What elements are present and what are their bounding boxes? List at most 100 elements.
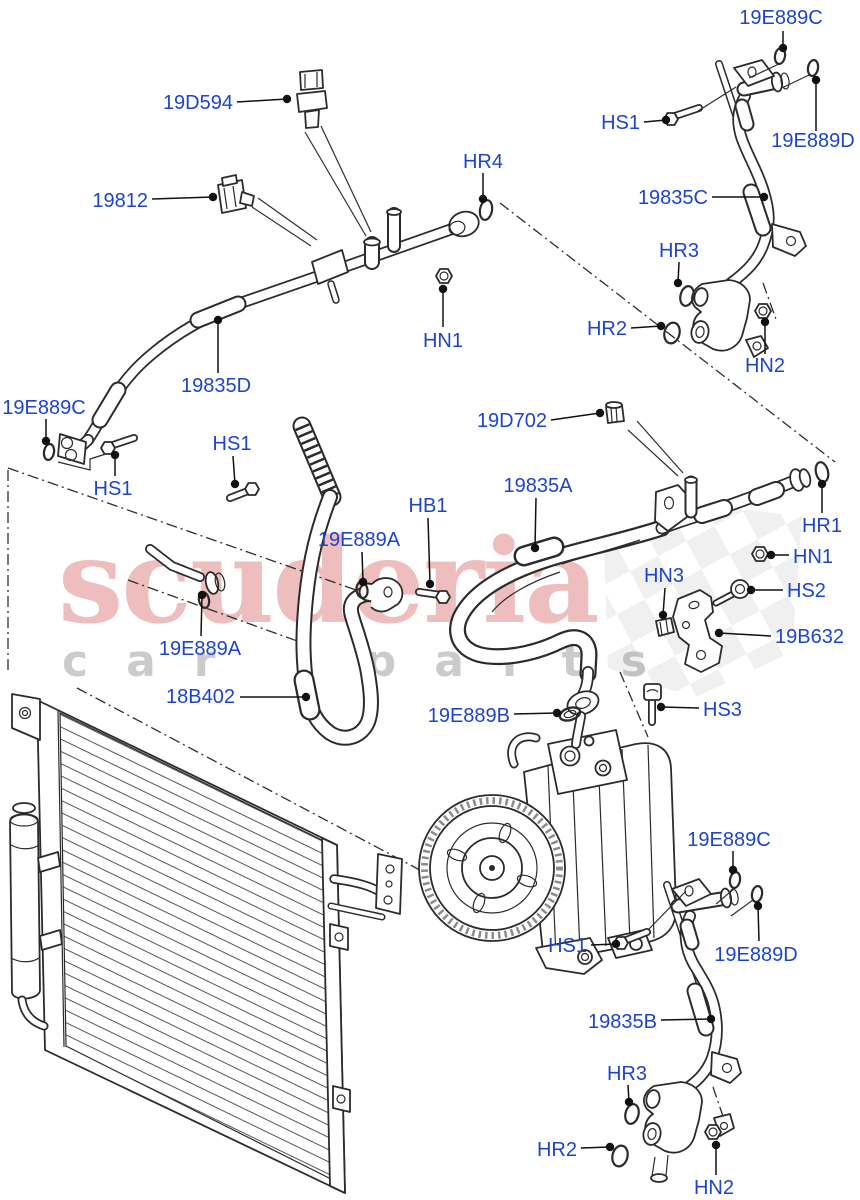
part-label-19812: 19812 [92,190,148,212]
pointer-line [697,86,737,112]
part-label-HS3: HS3 [703,699,742,721]
leader-dot-HS2 [746,585,756,595]
leader-line-HR2 [630,325,662,329]
part-label-18B402: 18B402 [166,686,235,708]
pointer-line [320,125,372,233]
oring-HR4 [478,198,494,222]
condenser-side-bracket [327,853,403,1113]
pipe-19835C [663,46,820,358]
oring-HR3-bottom [624,1103,640,1125]
leader-dot-19E889A [197,590,207,600]
leader-dot-19835A [530,543,540,553]
leader-line-HS1 [232,455,236,485]
part-label-HN1: HN1 [793,546,833,568]
leader-dot-19812 [208,192,218,202]
leader-dot-HR4 [478,194,488,204]
leader-dot-19E889D [753,901,763,911]
leader-dot-HN2 [760,317,770,327]
part-label-19E889B: 19E889B [428,705,510,727]
pipe-mount-block [311,249,349,285]
part-label-19D702: 19D702 [477,410,547,432]
leader-dot-HS1 [611,939,621,949]
part-label-HN2: HN2 [745,355,785,377]
part-label-19B632: 19B632 [775,626,844,648]
part-label-19E889D: 19E889D [714,944,797,966]
part-label-19835D: 19835D [181,375,251,397]
leader-dot-19B632 [714,628,724,638]
dash-dot-reference-line [76,687,434,878]
pipe-19835D [42,69,494,502]
pointer-line [251,206,312,247]
hose-left-fitting [145,544,226,595]
leader-line-HS3 [660,706,700,709]
pointer-line [636,420,684,474]
leader-dot-19E889A [358,577,368,587]
leader-dot-HN1 [766,550,776,560]
condenser-bracket-top-left [11,693,41,741]
bolt-HB1 [415,588,451,604]
leader-line-HB1 [427,517,431,585]
oring-HR2-bottom [611,1144,629,1168]
hose-clamp [370,577,404,613]
pipe-19835A [458,401,830,749]
seal-19E889C-left [42,442,56,462]
reference-lines [7,202,836,1132]
leader-dot-19835C [759,192,769,202]
leader-dot-19D702 [595,408,605,418]
pointer-line [627,429,679,477]
part-label-19E889C: 19E889C [687,829,770,851]
part-labels: 19E889CHS119E889D19835C19D59419812HR4HN1… [2,7,854,1199]
part-label-19E889C: 19E889C [2,397,85,419]
leader-line-HN3 [662,587,666,616]
part-label-HB1: HB1 [409,495,448,517]
leader-dot-HS1 [230,479,240,489]
leader-dot-18B402 [301,692,311,702]
leader-line-19812 [151,196,214,200]
pipe-19835B [611,870,764,1183]
nut-HN2-top [754,303,772,319]
seal-19E889D-top [806,58,820,78]
leader-dot-19835D [213,315,223,325]
cap-19D702 [605,401,625,424]
leader-dot-HN3 [658,610,668,620]
leader-line-19E889A [361,551,364,583]
condenser-fins [59,712,334,1181]
leader-dot-19E889C [778,43,788,53]
leader-dot-HS3 [656,702,666,712]
part-label-HN2: HN2 [694,1177,734,1199]
leader-dot-HR2 [656,321,666,331]
part-label-HR4: HR4 [463,151,503,173]
leader-dot-HN2 [711,1140,721,1150]
seal-19E889C-bottom [728,870,742,890]
leader-dot-19835B [706,1014,716,1024]
part-label-HS1: HS1 [601,112,640,134]
part-label-HN1: HN1 [423,330,463,352]
leader-dot-HR3 [624,1097,634,1107]
ac-compressor [418,729,677,975]
part-label-HR3: HR3 [659,240,699,262]
leader-line-19B632 [718,632,772,637]
leader-dot-HR2 [605,1142,615,1152]
leader-line-19E889A [200,594,203,637]
leader-dot-HB1 [425,579,435,589]
nut-HN1-mid [435,268,453,284]
leader-line-19E889B [513,712,558,715]
nut-HN1-right [751,546,769,562]
dash-dot-reference-line [712,1086,729,1132]
pipe-connector-block [57,433,113,471]
leader-line-19D702 [550,412,601,421]
dash-dot-reference-line [499,202,836,463]
nut-HN2-bottom [704,1124,722,1140]
part-label-HS1: HS1 [213,433,252,455]
compressor-foot [535,937,603,975]
pointer-line [783,74,810,88]
leader-dot-HS1 [110,450,120,460]
pointer-line [715,887,736,905]
pipe-bracket [771,223,807,257]
part-label-19E889A: 19E889A [159,638,242,660]
leader-dot-19E889C [728,865,738,875]
condenser [9,693,403,1194]
part-label-HS1: HS1 [94,478,133,500]
